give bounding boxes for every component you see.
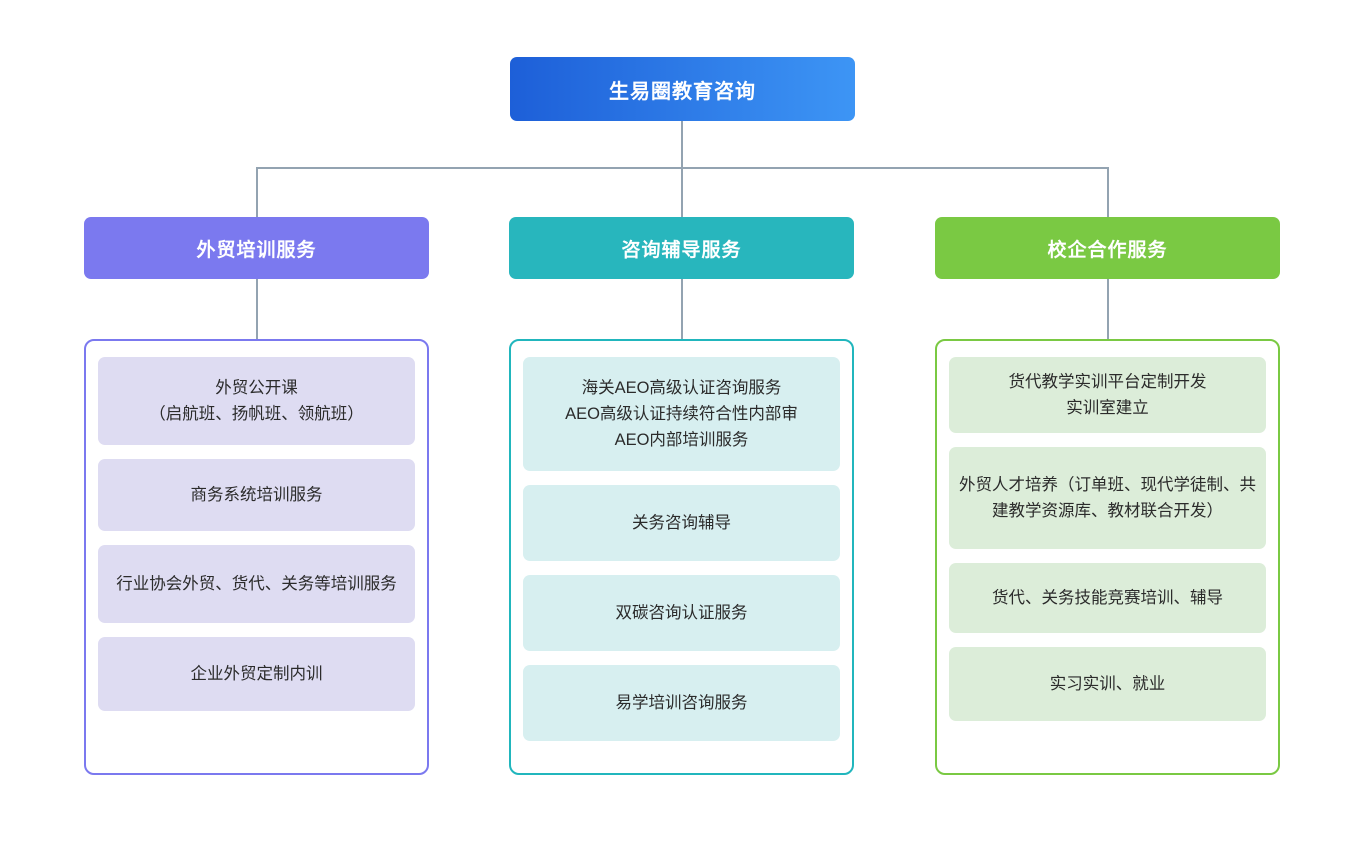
list-item[interactable]: 实习实训、就业	[949, 647, 1266, 721]
connector-header-to-container-2	[1107, 279, 1109, 340]
branch-header-xiaoqi-hezuo[interactable]: 校企合作服务	[935, 217, 1280, 279]
connector-root-stem	[681, 121, 683, 168]
root-node-label: 生易圈教育咨询	[609, 80, 756, 103]
connector-header-to-container-1	[681, 279, 683, 340]
list-item[interactable]: 外贸公开课 （启航班、扬帆班、领航班）	[98, 357, 415, 445]
list-item[interactable]: 双碳咨询认证服务	[523, 575, 840, 651]
list-item[interactable]: 海关AEO高级认证咨询服务 AEO高级认证持续符合性内部审 AEO内部培训服务	[523, 357, 840, 471]
list-item[interactable]: 货代教学实训平台定制开发 实训室建立	[949, 357, 1266, 433]
list-item[interactable]: 行业协会外贸、货代、关务等培训服务	[98, 545, 415, 623]
branch-container-waimao-peixun: 外贸公开课 （启航班、扬帆班、领航班） 商务系统培训服务 行业协会外贸、货代、关…	[84, 339, 429, 775]
branch-container-zixun-fudao: 海关AEO高级认证咨询服务 AEO高级认证持续符合性内部审 AEO内部培训服务 …	[509, 339, 854, 775]
list-item[interactable]: 货代、关务技能竞赛培训、辅导	[949, 563, 1266, 633]
list-item[interactable]: 关务咨询辅导	[523, 485, 840, 561]
branch-header-label: 校企合作服务	[1047, 239, 1168, 261]
list-item[interactable]: 企业外贸定制内训	[98, 637, 415, 711]
connector-branch-2	[1107, 167, 1109, 218]
connector-branch-0	[256, 167, 258, 218]
connector-branch-1	[681, 167, 683, 218]
branch-header-label: 咨询辅导服务	[621, 239, 742, 261]
list-item[interactable]: 易学培训咨询服务	[523, 665, 840, 741]
list-item[interactable]: 外贸人才培养（订单班、现代学徒制、共建教学资源库、教材联合开发）	[949, 447, 1266, 549]
branch-header-zixun-fudao[interactable]: 咨询辅导服务	[509, 217, 854, 279]
branch-header-label: 外贸培训服务	[196, 239, 317, 261]
list-item[interactable]: 商务系统培训服务	[98, 459, 415, 531]
connector-header-to-container-0	[256, 279, 258, 340]
root-node[interactable]: 生易圈教育咨询	[510, 57, 855, 121]
branch-container-xiaoqi-hezuo: 货代教学实训平台定制开发 实训室建立 外贸人才培养（订单班、现代学徒制、共建教学…	[935, 339, 1280, 775]
branch-header-waimao-peixun[interactable]: 外贸培训服务	[84, 217, 429, 279]
